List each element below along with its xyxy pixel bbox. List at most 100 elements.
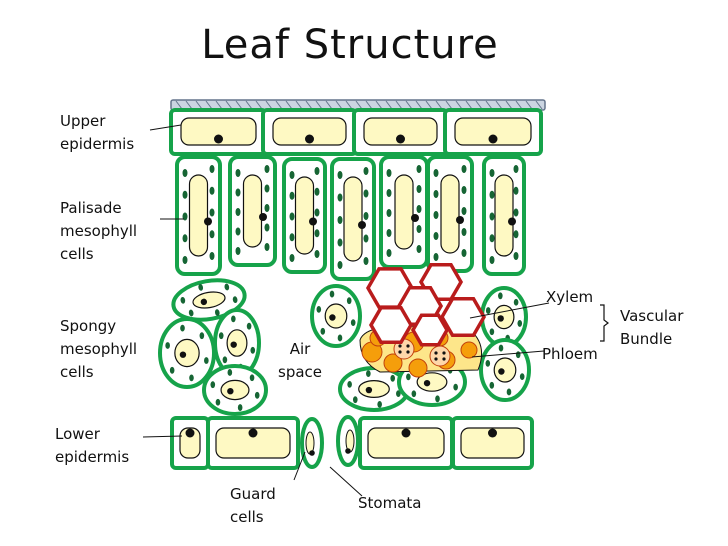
cuticle [170, 99, 546, 111]
chloroplast [182, 256, 188, 264]
cuticle-hatch [315, 100, 323, 110]
vacuole [363, 117, 438, 146]
spongy-cell [480, 286, 528, 348]
chloroplast [433, 211, 439, 219]
diagram-title: Leaf Structure [201, 22, 499, 68]
chloroplast [363, 234, 369, 243]
cuticle-hatch [205, 100, 213, 110]
nucleus [456, 216, 464, 224]
label-phloem: Phloem [542, 345, 598, 363]
nucleus [488, 134, 498, 144]
vacuole [188, 174, 209, 257]
cuticle-hatch [515, 100, 523, 110]
vacuole [367, 427, 445, 459]
phloem-cell [408, 358, 428, 378]
label-xylem: Xylem [546, 288, 594, 306]
chloroplast [498, 344, 504, 352]
vascular-bracket [600, 304, 609, 342]
chloroplast [204, 357, 209, 364]
chloroplast [416, 225, 422, 233]
chloroplast [515, 351, 521, 359]
upper-epidermis [169, 108, 543, 156]
nucleus [309, 450, 315, 456]
cuticle-hatch [475, 100, 483, 110]
cuticle-hatch [535, 100, 543, 110]
xylem-vessel [439, 297, 487, 337]
nucleus [227, 388, 234, 395]
chloroplast [329, 290, 335, 298]
chloroplast [182, 190, 188, 199]
cuticle-hatch [455, 100, 463, 110]
chloroplast [489, 328, 495, 336]
vacuole [215, 427, 291, 459]
nucleus [401, 428, 411, 438]
lower-epidermis [170, 416, 534, 470]
chloroplast [386, 249, 392, 257]
nucleus [345, 448, 351, 454]
nucleus [259, 213, 267, 221]
chloroplast [314, 167, 320, 175]
chloroplast [289, 233, 295, 242]
chloroplast [316, 305, 322, 313]
label-lower-epidermis: Lower epidermis [55, 425, 130, 466]
sieve-pore [434, 351, 438, 355]
label-spongy-mesophyll: Spongy mesophyll cells [60, 317, 138, 381]
chloroplast [224, 283, 230, 291]
nucleus [488, 428, 497, 438]
vacuole [494, 174, 514, 257]
label-vascular-bundle: Vascular Bundle [620, 307, 684, 348]
chloroplast [366, 370, 371, 378]
chloroplast [489, 212, 495, 221]
nucleus [305, 134, 314, 144]
chloroplast [289, 191, 295, 200]
vacuole [493, 304, 515, 330]
cuticle-hatch [415, 100, 423, 110]
chloroplast [416, 205, 422, 213]
chloroplast [461, 186, 467, 194]
cuticle-hatch [195, 100, 203, 110]
chloroplast [246, 322, 252, 330]
chloroplast [188, 309, 194, 317]
vacuole [272, 117, 347, 146]
chloroplast [218, 332, 224, 340]
chloroplast [337, 334, 343, 342]
chloroplast [214, 309, 220, 317]
chloroplast [209, 186, 215, 195]
cuticle-hatch [505, 100, 513, 110]
chloroplast [289, 171, 295, 179]
chloroplast [232, 296, 238, 304]
chloroplast [264, 204, 270, 212]
xylem-vessel [368, 305, 414, 345]
chloroplast [386, 209, 392, 217]
chloroplast [513, 230, 519, 239]
chloroplast [165, 342, 170, 349]
chloroplast [264, 165, 270, 173]
chloroplast [180, 324, 185, 332]
cuticle-hatch [375, 100, 383, 110]
cuticle-hatch [495, 100, 503, 110]
nucleus [230, 341, 237, 348]
vacuole [192, 291, 226, 309]
chloroplast [264, 243, 270, 251]
cuticle-hatch [425, 100, 433, 110]
chloroplast [235, 188, 241, 197]
sieve-pore [442, 357, 446, 361]
chloroplast [182, 234, 188, 243]
spongy-cell [310, 284, 362, 348]
chloroplast [235, 208, 241, 216]
chloroplast [485, 359, 491, 367]
spongy-mesophyll [158, 278, 531, 416]
chloroplast [209, 208, 215, 217]
vacuole [454, 117, 532, 146]
chloroplast [506, 388, 512, 396]
vacuole [493, 357, 517, 383]
chloroplast [513, 186, 519, 195]
chloroplast [386, 189, 392, 197]
chloroplast [314, 187, 320, 196]
chloroplast [347, 380, 352, 388]
chloroplast [498, 292, 503, 300]
xylem-vessel [410, 313, 450, 347]
chloroplast [254, 391, 260, 399]
